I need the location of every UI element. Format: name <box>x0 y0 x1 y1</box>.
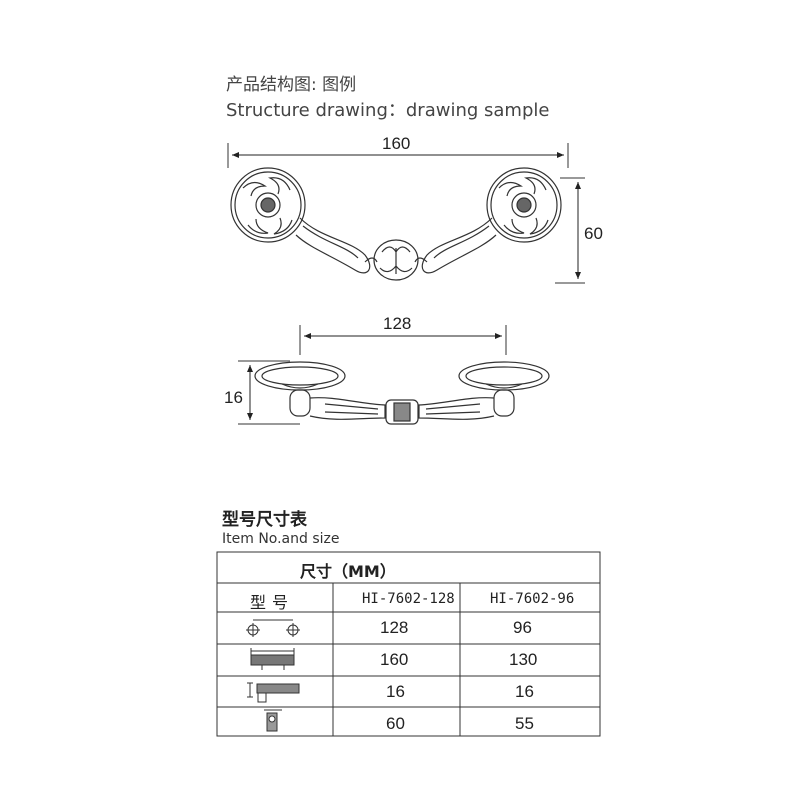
table-cell: 55 <box>515 714 534 733</box>
height-label: 60 <box>584 224 603 243</box>
model-column-2: HI-7602-96 <box>490 591 575 607</box>
center-label: 128 <box>383 314 412 333</box>
center-dimension <box>299 325 507 355</box>
table-cell: 16 <box>515 682 534 701</box>
side-height-label: 16 <box>224 388 243 407</box>
height-icon <box>247 682 300 703</box>
structure-drawing <box>227 143 585 425</box>
height-dimension <box>555 177 585 284</box>
table-cell: 128 <box>380 618 409 637</box>
width-icon <box>264 709 282 732</box>
handle-side-view <box>254 361 550 425</box>
table-cell: 60 <box>386 714 405 733</box>
unit-header: 尺寸（MM） <box>300 562 396 581</box>
width-label: 160 <box>382 134 411 153</box>
drawing-title-en: Structure drawing：drawing sample <box>226 100 550 121</box>
side-height-dimension <box>238 360 300 425</box>
table-cell: 16 <box>386 682 405 701</box>
table-cell: 130 <box>509 650 538 669</box>
width-dimension <box>227 143 569 168</box>
handle-top-view <box>230 167 562 281</box>
model-header: 型号 <box>250 593 295 612</box>
length-icon <box>250 648 295 670</box>
size-table-title-en: Item No.and size <box>222 531 340 547</box>
size-table-title-cn: 型号尺寸表 <box>222 510 307 530</box>
model-column-1: HI-7602-128 <box>362 591 455 607</box>
hole-spacing-icon <box>246 619 300 637</box>
table-cell: 96 <box>513 618 532 637</box>
table-cell: 160 <box>380 650 409 669</box>
drawing-title-cn: 产品结构图: 图例 <box>226 75 357 95</box>
